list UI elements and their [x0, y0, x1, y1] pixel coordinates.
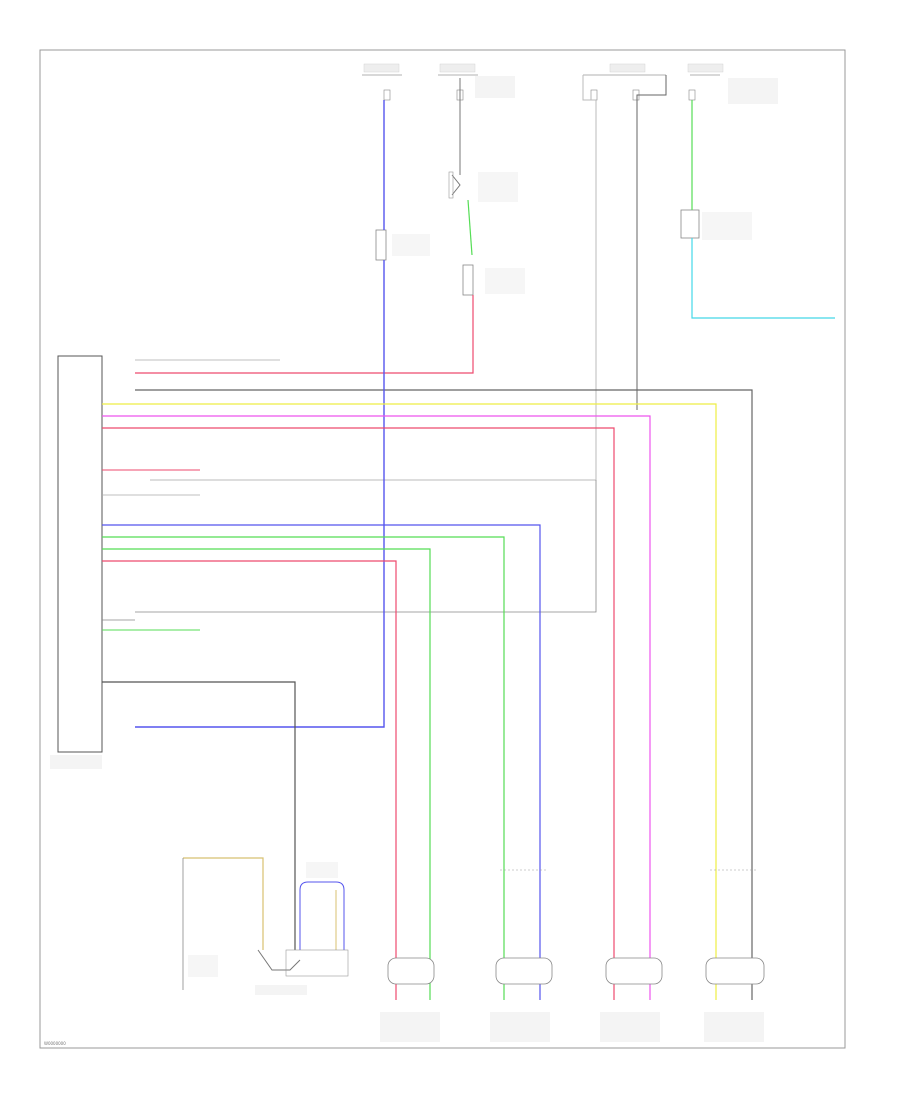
power-source-headers	[362, 63, 778, 104]
rear-left-speed-sensor	[600, 957, 663, 1042]
wire-pink-front-left	[102, 560, 397, 1000]
yaw-rate-sensor	[680, 209, 752, 240]
wire-dark-stop-switch	[102, 681, 296, 950]
diagram-id: W0000000	[44, 1041, 66, 1046]
wire-pink-clutch	[135, 295, 474, 374]
wire-yellow-rear-right	[102, 403, 717, 1000]
skid-control-ecu	[50, 355, 103, 769]
brake-fluid-switch	[182, 857, 307, 995]
diagram-frame	[39, 49, 846, 1049]
wire-blue-front-right	[102, 524, 541, 1000]
clutch-switch	[462, 264, 525, 296]
wire-gray-return-loop	[135, 480, 597, 613]
wire-green-front-right	[102, 536, 505, 1000]
stop-light-switch	[448, 171, 518, 202]
front-left-speed-sensor	[380, 957, 440, 1042]
stop-light-connector	[285, 862, 349, 977]
wire-cyan-yaw-out	[691, 238, 835, 319]
wire-gray-top-feed-c	[636, 75, 667, 410]
wire-green-stop-light	[467, 199, 473, 256]
rear-right-speed-sensor	[704, 957, 765, 1042]
wire-gray-right-outer	[135, 389, 753, 1000]
wire-magenta-rear	[102, 415, 651, 1000]
brake-switch-top	[375, 229, 430, 261]
wire-gray-top-feed-b	[150, 75, 597, 481]
wire-green-front-left	[102, 548, 431, 1000]
wire-pink-rear	[102, 427, 615, 1000]
wire-blue-main-lower	[135, 260, 385, 728]
front-right-speed-sensor	[490, 957, 553, 1042]
